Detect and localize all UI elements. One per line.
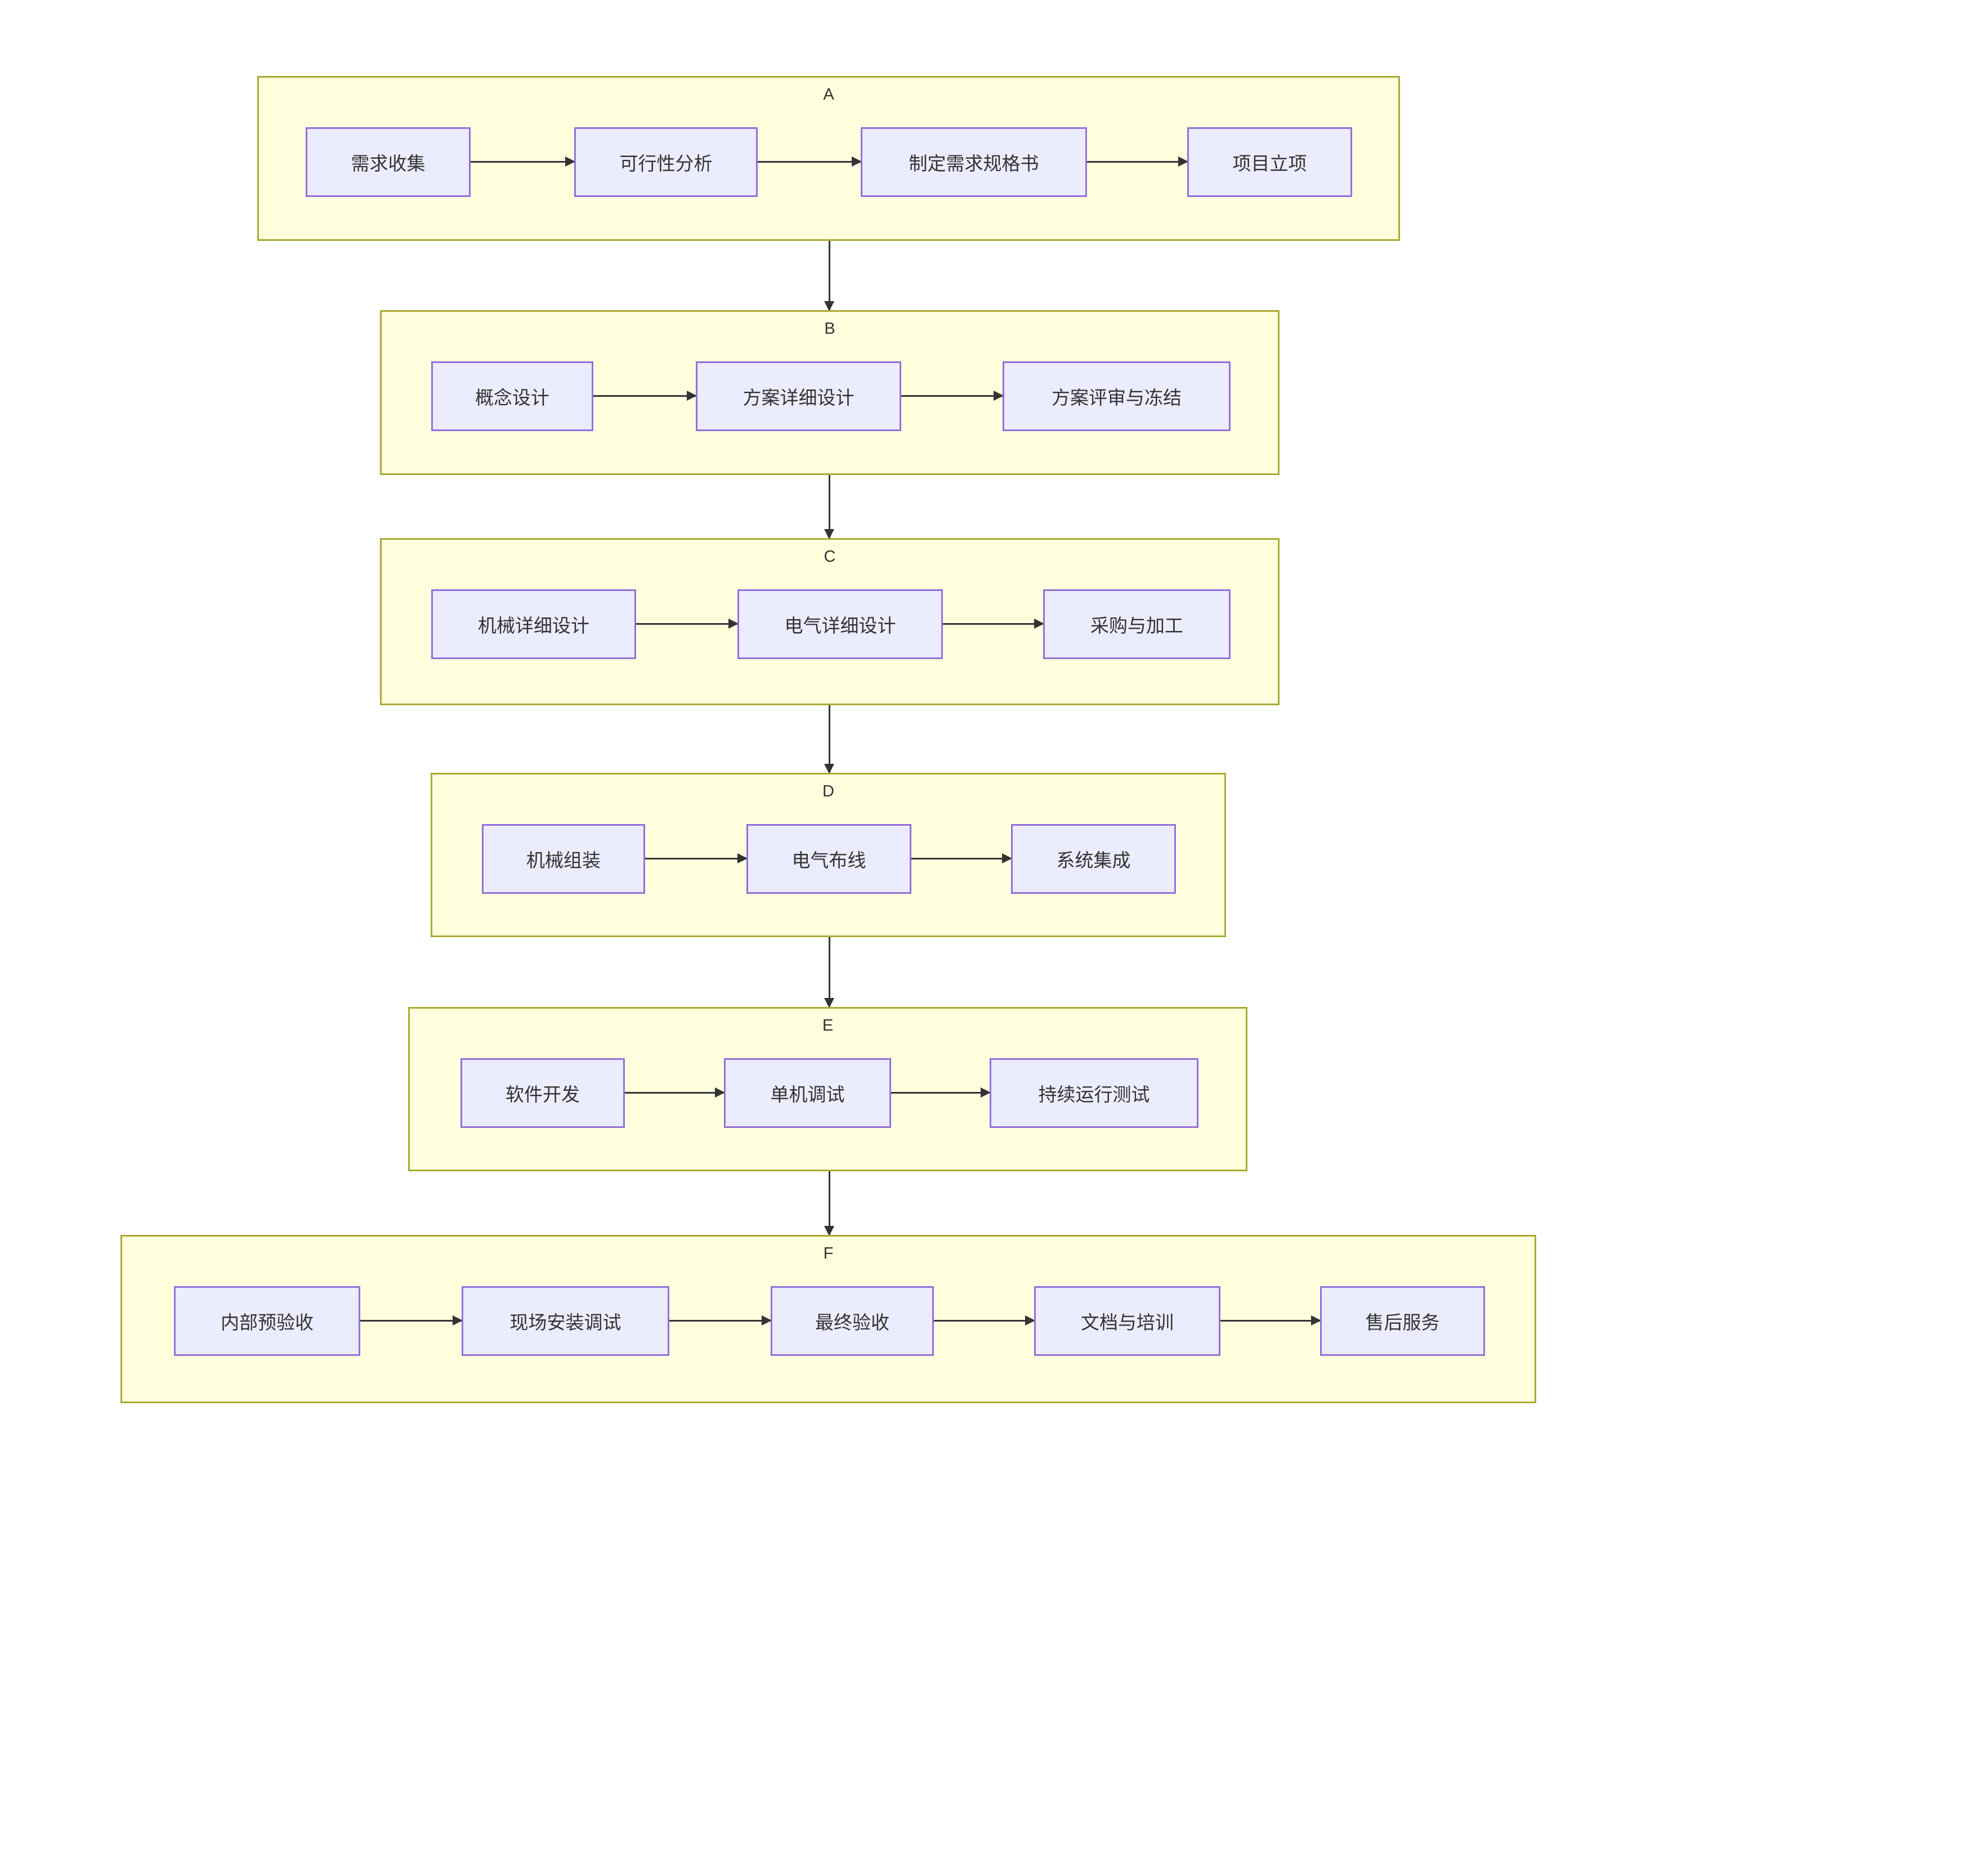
flow-node-system-integration: 系统集成 bbox=[1011, 824, 1176, 894]
connector-arrow-right-icon bbox=[891, 1087, 991, 1098]
flow-node-requirements-spec: 制定需求规格书 bbox=[861, 127, 1087, 197]
flow-node-detailed-scheme-design: 方案详细设计 bbox=[696, 361, 901, 431]
flow-node-onsite-install-debug: 现场安装调试 bbox=[462, 1286, 669, 1356]
connector-arrow-right-icon bbox=[636, 619, 739, 629]
flow-node-procurement-machining: 采购与加工 bbox=[1043, 589, 1231, 659]
flow-node-scheme-review-freeze: 方案评审与冻结 bbox=[1003, 361, 1231, 431]
flow-node-standalone-debugging: 单机调试 bbox=[724, 1058, 891, 1128]
phase-group-b: B 概念设计 方案详细设计 方案评审与冻结 bbox=[380, 310, 1280, 475]
connector-arrow-right-icon bbox=[934, 1315, 1035, 1326]
connector-arrow-down-icon bbox=[824, 241, 834, 311]
flow-node-documentation-training: 文档与培训 bbox=[1034, 1286, 1220, 1356]
flow-node-final-acceptance: 最终验收 bbox=[771, 1286, 934, 1356]
flow-node-project-approval: 项目立项 bbox=[1187, 127, 1352, 197]
flow-node-feasibility-analysis: 可行性分析 bbox=[574, 127, 758, 197]
connector-arrow-right-icon bbox=[1087, 156, 1188, 167]
connector-arrow-down-icon bbox=[824, 937, 834, 1008]
flow-node-requirements-collection: 需求收集 bbox=[306, 127, 471, 197]
group-label-d: D bbox=[822, 782, 834, 800]
connector-arrow-right-icon bbox=[645, 853, 748, 863]
phase-group-d: D 机械组装 电气布线 系统集成 bbox=[431, 773, 1226, 937]
flow-node-electrical-wiring: 电气布线 bbox=[746, 824, 911, 894]
connector-arrow-right-icon bbox=[901, 391, 1004, 401]
flow-node-electrical-detail-design: 电气详细设计 bbox=[737, 589, 943, 659]
connector-arrow-right-icon bbox=[1220, 1315, 1321, 1326]
phase-group-e: E 软件开发 单机调试 持续运行测试 bbox=[408, 1007, 1247, 1171]
connector-arrow-right-icon bbox=[911, 853, 1012, 863]
flow-node-concept-design: 概念设计 bbox=[431, 361, 593, 431]
connector-arrow-down-icon bbox=[824, 1171, 834, 1236]
group-label-e: E bbox=[822, 1017, 834, 1035]
phase-group-c: C 机械详细设计 电气详细设计 采购与加工 bbox=[380, 538, 1280, 705]
flow-node-mechanical-detail-design: 机械详细设计 bbox=[431, 589, 636, 659]
connector-arrow-down-icon bbox=[824, 705, 834, 774]
flow-node-internal-preacceptance: 内部预验收 bbox=[174, 1286, 360, 1356]
connector-arrow-right-icon bbox=[758, 156, 862, 167]
group-label-c: C bbox=[824, 548, 836, 566]
connector-arrow-right-icon bbox=[593, 391, 697, 401]
flow-node-mechanical-assembly: 机械组装 bbox=[482, 824, 645, 894]
flow-node-after-sales-service: 售后服务 bbox=[1320, 1286, 1485, 1356]
connector-arrow-down-icon bbox=[824, 475, 834, 539]
phase-group-a: A 需求收集 可行性分析 制定需求规格书 项目立项 bbox=[257, 76, 1400, 241]
connector-arrow-right-icon bbox=[471, 156, 575, 167]
group-label-f: F bbox=[823, 1244, 834, 1262]
connector-arrow-right-icon bbox=[669, 1315, 772, 1326]
group-label-b: B bbox=[824, 320, 835, 338]
flow-node-continuous-run-test: 持续运行测试 bbox=[990, 1058, 1198, 1128]
flow-node-software-development: 软件开发 bbox=[460, 1058, 625, 1128]
connector-arrow-right-icon bbox=[625, 1087, 725, 1098]
phase-group-f: F 内部预验收 现场安装调试 最终验收 文档与培训 售后服务 bbox=[120, 1235, 1536, 1403]
connector-arrow-right-icon bbox=[360, 1315, 463, 1326]
group-label-a: A bbox=[823, 86, 834, 104]
connector-arrow-right-icon bbox=[943, 619, 1044, 629]
